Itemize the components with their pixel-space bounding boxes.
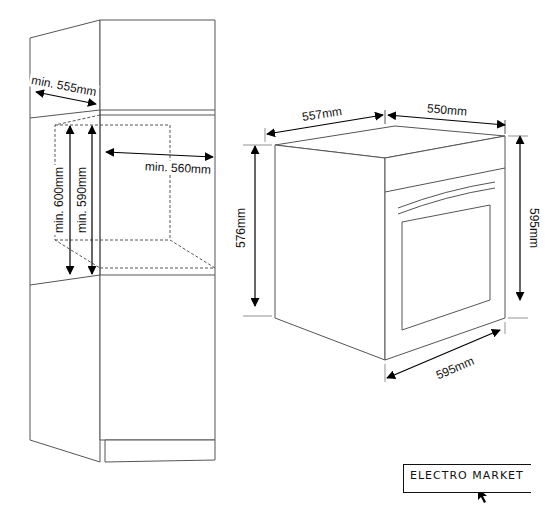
dimension-label: min. 590mm (75, 165, 89, 235)
dimension-label: 595mm (432, 353, 478, 383)
extension-lines (243, 128, 528, 382)
logo-box: ELECTRO MARKET (403, 464, 531, 493)
dimension-label: 576mm (234, 206, 248, 250)
dimension-label: 557mm (299, 104, 345, 125)
oven (275, 110, 505, 360)
dimension-label: min. 560mm (143, 159, 214, 177)
logo-text: ELECTRO MARKET (410, 469, 525, 482)
dimension-label: min. 600mm (52, 165, 66, 235)
dimension-label: 595mm (527, 206, 541, 250)
dimension-lines (36, 92, 520, 378)
dimension-label: 550mm (424, 101, 469, 119)
